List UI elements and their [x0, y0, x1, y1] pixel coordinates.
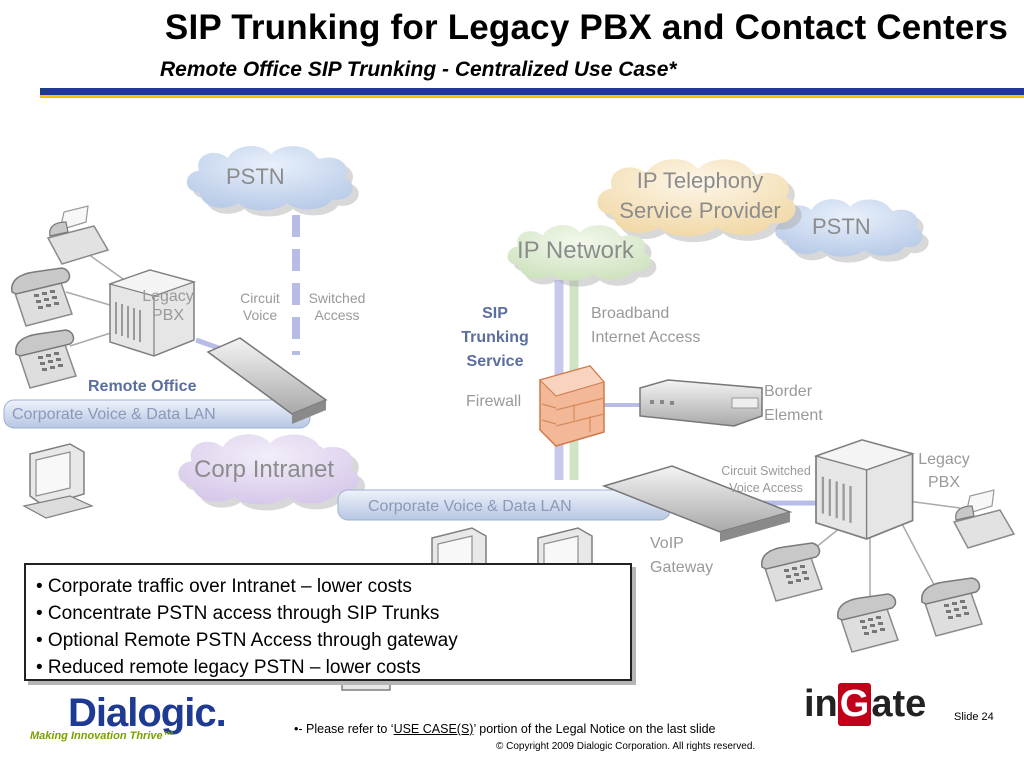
key-point-2: • Concentrate PSTN access through SIP Tr… [36, 603, 440, 624]
pbx-right-icon [814, 438, 914, 541]
fax-icon-right [953, 489, 1015, 549]
footnote-suffix: ’ portion of the Legal Notice on the las… [473, 722, 716, 736]
cloud-ip-telephony-label: IP Telephony Service Provider [619, 168, 781, 223]
legal-footnote: •- Please refer to ‘USE CASE(S)’ portion… [294, 722, 716, 736]
phone-icon-right-2 [836, 593, 899, 653]
switched-access-label: Switched Access [308, 290, 366, 323]
router-remote-icon [206, 337, 328, 424]
circuit-switched-right-label: Circuit Switched Voice Access [721, 464, 811, 495]
ingate-logo-part-1: in [804, 683, 838, 725]
title-rule-blue [40, 88, 1024, 95]
fax-icon-left [47, 205, 109, 265]
legacy-pbx-left-label: Legacy PBX [142, 288, 194, 325]
remote-office-label: Remote Office [88, 378, 197, 395]
sip-trunking-service-label: SIP Trunking Service [461, 305, 529, 370]
voip-gateway-label: VoIP Gateway [650, 535, 714, 576]
page-subtitle: Remote Office SIP Trunking - Centralized… [160, 58, 677, 81]
cloud-pstn-left-label: PSTN [226, 164, 285, 189]
title-rule-yellow [40, 95, 1024, 98]
ingate-logo: inGate [804, 683, 926, 726]
lan-left-label: Corporate Voice & Data LAN [12, 406, 216, 423]
footnote-prefix: •- Please refer to ‘ [294, 722, 394, 736]
phone-icon-left-2 [14, 329, 77, 389]
firewall-label: Firewall [466, 393, 522, 410]
cloud-ip-network-label: IP Network [517, 237, 634, 264]
ingate-logo-part-2: G [837, 683, 872, 726]
cloud-pstn-right-label: PSTN [812, 214, 871, 239]
ingate-logo-part-3: ate [871, 683, 927, 725]
phone-icon-right-3 [920, 577, 983, 637]
copyright: © Copyright 2009 Dialogic Corporation. A… [496, 741, 756, 752]
firewall-icon [539, 365, 605, 447]
page-title: SIP Trunking for Legacy PBX and Contact … [164, 8, 1008, 47]
computer-icon-left [23, 443, 93, 519]
voip-gateway-icon [601, 465, 793, 542]
phone-icon-right-1 [760, 542, 823, 602]
circuit-voice-label: Circuit Voice [240, 290, 280, 323]
broadband-label: Broadband Internet Access [591, 305, 701, 346]
lan-center-label: Corporate Voice & Data LAN [368, 498, 572, 515]
dialogic-tagline: Making Innovation Thrive™ [30, 730, 174, 742]
phone-icon-left-1 [10, 267, 73, 327]
slide-number: Slide 24 [954, 711, 994, 723]
cloud-corp-intranet-label: Corp Intranet [194, 456, 335, 483]
dialogic-logo: Dialogic. [68, 691, 227, 735]
key-points-box: • Corporate traffic over Intranet – lowe… [24, 563, 632, 681]
legacy-pbx-right-label: Legacy PBX [918, 451, 970, 491]
key-point-1: • Corporate traffic over Intranet – lowe… [36, 576, 412, 597]
border-element-label: Border Element [764, 383, 823, 424]
key-point-4: • Reduced remote legacy PSTN – lower cos… [36, 657, 421, 678]
border-element-icon [639, 379, 763, 427]
key-point-3: • Optional Remote PSTN Access through ga… [36, 630, 458, 651]
use-cases-link[interactable]: USE CASE(S) [393, 722, 474, 736]
